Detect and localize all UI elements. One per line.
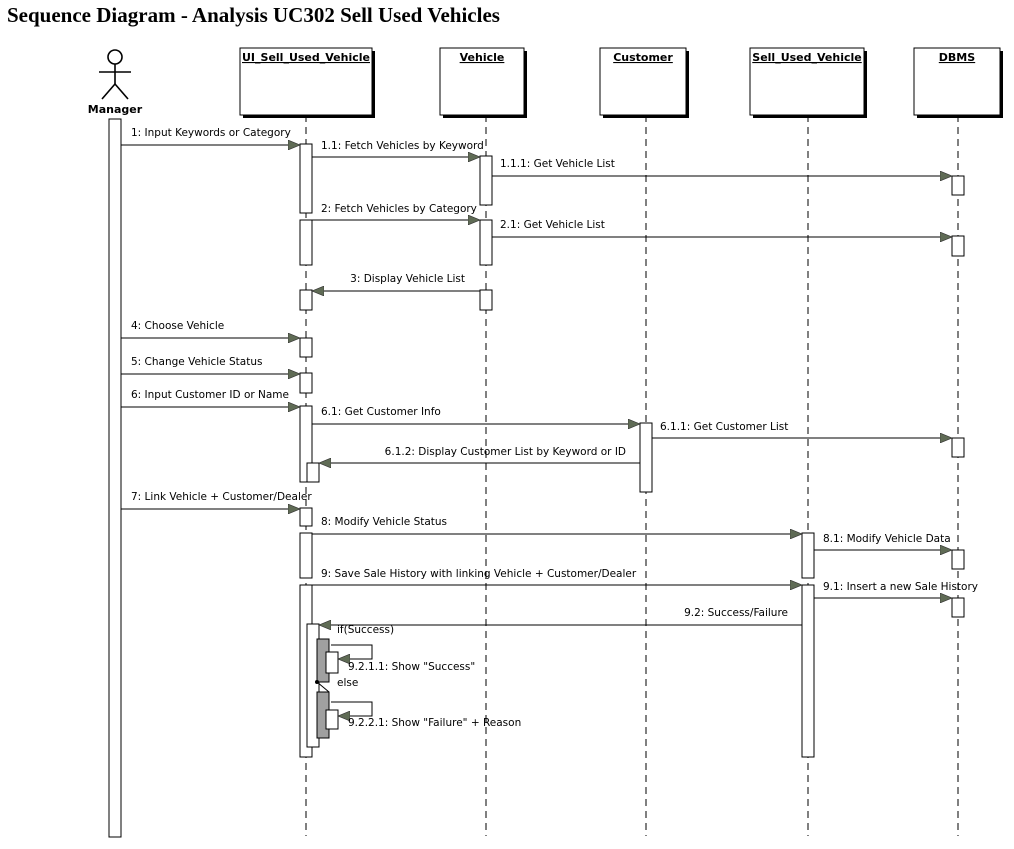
participant-name: Sell_Used_Vehicle bbox=[752, 51, 861, 64]
activation-bar bbox=[801, 584, 815, 758]
participant-box bbox=[239, 47, 373, 116]
message-6: 3: Display Vehicle List bbox=[312, 273, 480, 291]
message-label: 9.2.2.1: Show "Failure" + Reason bbox=[348, 717, 521, 729]
participant-name: Customer bbox=[613, 51, 673, 64]
participant-dbms: DBMS bbox=[913, 47, 1003, 118]
activation-bar bbox=[479, 219, 493, 266]
activation-bar bbox=[299, 289, 313, 311]
activation-bar bbox=[951, 549, 965, 570]
activation-bar bbox=[801, 532, 815, 579]
participant-box bbox=[439, 47, 525, 116]
message-label: 9.2: Success/Failure bbox=[684, 607, 788, 619]
condition-label: if(Success) bbox=[337, 624, 394, 636]
activation-bar bbox=[951, 437, 965, 458]
participant-vehicle: Vehicle bbox=[439, 47, 527, 118]
message-19: 9.2.1.1: Show "Success" bbox=[331, 644, 475, 673]
self-call-arrow bbox=[331, 701, 373, 716]
message-label: 6.1.1: Get Customer List bbox=[660, 421, 788, 433]
participant-name: Vehicle bbox=[460, 51, 505, 64]
participant-name: UI_Sell_Used_Vehicle bbox=[242, 51, 370, 64]
participant-sell-used-vehicle: Sell_Used_Vehicle bbox=[749, 47, 867, 118]
message-15: 8.1: Modify Vehicle Data bbox=[814, 533, 952, 550]
activation-bar bbox=[951, 235, 965, 257]
message-13: 7: Link Vehicle + Customer/Dealer bbox=[121, 491, 312, 509]
message-20: 9.2.2.1: Show "Failure" + Reason bbox=[331, 701, 521, 729]
message-12: 6.1.2: Display Customer List by Keyword … bbox=[319, 446, 640, 463]
activation-bar bbox=[299, 532, 313, 579]
manager-actor: Manager bbox=[88, 49, 143, 116]
message-label: 8: Modify Vehicle Status bbox=[321, 516, 447, 528]
message-14: 8: Modify Vehicle Status bbox=[312, 516, 802, 534]
message-2: 1.1: Fetch Vehicles by Keyword bbox=[312, 140, 484, 157]
message-label: 7: Link Vehicle + Customer/Dealer bbox=[131, 491, 312, 503]
message-11: 6.1.1: Get Customer List bbox=[652, 421, 952, 438]
activation-bar bbox=[306, 623, 320, 748]
manager-activation-bar bbox=[108, 118, 122, 838]
message-label: 6: Input Customer ID or Name bbox=[131, 389, 289, 401]
message-label: 6.1: Get Customer Info bbox=[321, 406, 441, 418]
activation-bar bbox=[639, 422, 653, 493]
activation-bar bbox=[951, 175, 965, 196]
activation-bar bbox=[299, 143, 313, 214]
activation-bar bbox=[951, 597, 965, 618]
message-9: 6: Input Customer ID or Name bbox=[121, 389, 300, 407]
message-label: 1.1.1: Get Vehicle List bbox=[500, 158, 615, 170]
alt-connector bbox=[315, 680, 330, 693]
condition-label: else bbox=[337, 677, 358, 689]
message-label: 2.1: Get Vehicle List bbox=[500, 219, 605, 231]
page-title: Sequence Diagram - Analysis UC302 Sell U… bbox=[7, 3, 500, 27]
participant-name: DBMS bbox=[939, 51, 975, 64]
message-17: 9.1: Insert a new Sale History bbox=[814, 581, 978, 598]
activation-bar bbox=[325, 651, 339, 674]
message-5: 2.1: Get Vehicle List bbox=[492, 219, 952, 237]
message-label: 1: Input Keywords or Category bbox=[131, 127, 291, 139]
participant-box bbox=[749, 47, 865, 116]
message-label: 4: Choose Vehicle bbox=[131, 320, 224, 332]
message-18: 9.2: Success/Failure bbox=[319, 607, 802, 625]
message-3: 1.1.1: Get Vehicle List bbox=[492, 158, 952, 176]
participant-box bbox=[599, 47, 687, 116]
activation-bar bbox=[299, 219, 313, 266]
message-label: 8.1: Modify Vehicle Data bbox=[823, 533, 951, 545]
message-label: 3: Display Vehicle List bbox=[350, 273, 465, 285]
message-label: 9.2.1.1: Show "Success" bbox=[348, 661, 475, 673]
activation-bar bbox=[479, 155, 493, 206]
self-call-arrow bbox=[331, 644, 373, 659]
activation-bar bbox=[299, 372, 313, 394]
message-7: 4: Choose Vehicle bbox=[121, 320, 300, 338]
message-16: 9: Save Sale History with linking Vehicl… bbox=[312, 568, 802, 585]
message-label: 6.1.2: Display Customer List by Keyword … bbox=[385, 446, 626, 458]
message-label: 9: Save Sale History with linking Vehicl… bbox=[321, 568, 637, 580]
activation-bar bbox=[325, 709, 339, 730]
participant-box bbox=[913, 47, 1001, 116]
actor-name: Manager bbox=[88, 103, 143, 116]
activation-bar bbox=[479, 289, 493, 311]
message-label: 2: Fetch Vehicles by Category bbox=[321, 203, 477, 215]
message-4: 2: Fetch Vehicles by Category bbox=[312, 203, 480, 220]
message-1: 1: Input Keywords or Category bbox=[121, 127, 300, 145]
activation-bar bbox=[306, 462, 320, 483]
message-8: 5: Change Vehicle Status bbox=[121, 356, 300, 374]
activation-bar bbox=[299, 337, 313, 358]
message-label: 1.1: Fetch Vehicles by Keyword bbox=[321, 140, 484, 152]
stick-figure-icon bbox=[99, 49, 131, 100]
participant-ui-sell-used-vehicle: UI_Sell_Used_Vehicle bbox=[239, 47, 375, 118]
message-10: 6.1: Get Customer Info bbox=[312, 406, 640, 424]
message-label: 9.1: Insert a new Sale History bbox=[823, 581, 978, 593]
activation-bar bbox=[299, 507, 313, 527]
participant-customer: Customer bbox=[599, 47, 689, 118]
message-label: 5: Change Vehicle Status bbox=[131, 356, 262, 368]
